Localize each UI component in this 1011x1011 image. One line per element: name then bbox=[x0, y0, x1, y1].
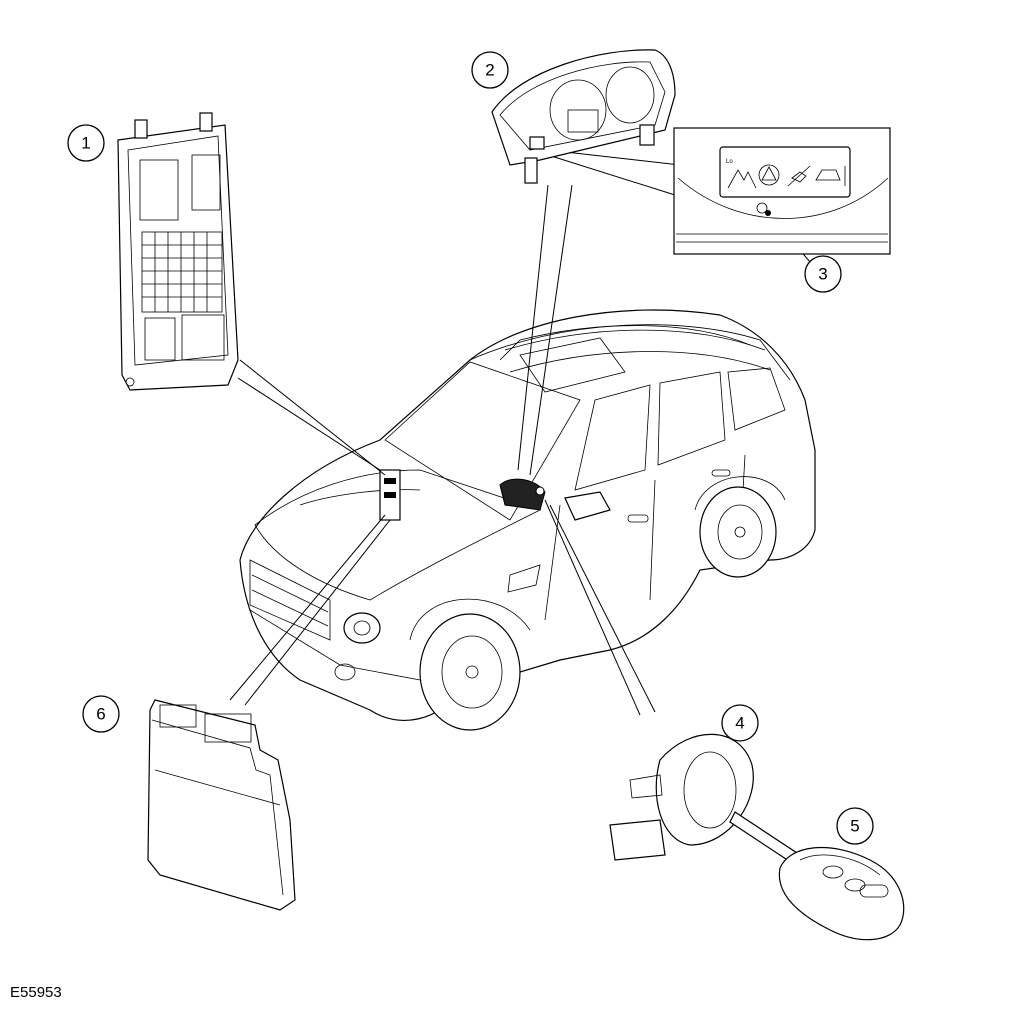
svg-text:5: 5 bbox=[850, 817, 859, 836]
svg-text:Lo: Lo bbox=[726, 159, 733, 165]
hazard-warning-icon bbox=[758, 164, 780, 186]
svg-text:6: 6 bbox=[96, 705, 105, 724]
central-junction-box bbox=[117, 112, 239, 391]
svg-text:1: 1 bbox=[81, 134, 90, 153]
indicator-lamp-icon bbox=[756, 202, 768, 214]
instrument-cluster bbox=[491, 49, 676, 184]
callout-3: 3 bbox=[804, 255, 842, 293]
callout-4: 4 bbox=[721, 704, 759, 742]
figure-code: E55953 bbox=[10, 984, 62, 1001]
vehicle bbox=[239, 309, 816, 731]
ride-height-icon bbox=[815, 166, 846, 186]
passive-antenna-ring bbox=[609, 733, 754, 861]
callout-1: 1 bbox=[67, 124, 105, 162]
svg-text:4: 4 bbox=[735, 714, 744, 733]
callout-6: 6 bbox=[82, 695, 120, 733]
hill-descent-icon bbox=[787, 165, 811, 187]
instrument-cluster-location-marker bbox=[499, 478, 546, 511]
engine-control-module bbox=[147, 699, 296, 911]
callout-5: 5 bbox=[836, 807, 874, 845]
cluster-inset-detail: Lo bbox=[673, 127, 891, 255]
lo-range-icon: Lo bbox=[726, 159, 757, 189]
svg-text:2: 2 bbox=[485, 61, 494, 80]
callout-2: 2 bbox=[471, 51, 509, 89]
svg-text:3: 3 bbox=[818, 265, 827, 284]
smart-key bbox=[729, 811, 905, 941]
